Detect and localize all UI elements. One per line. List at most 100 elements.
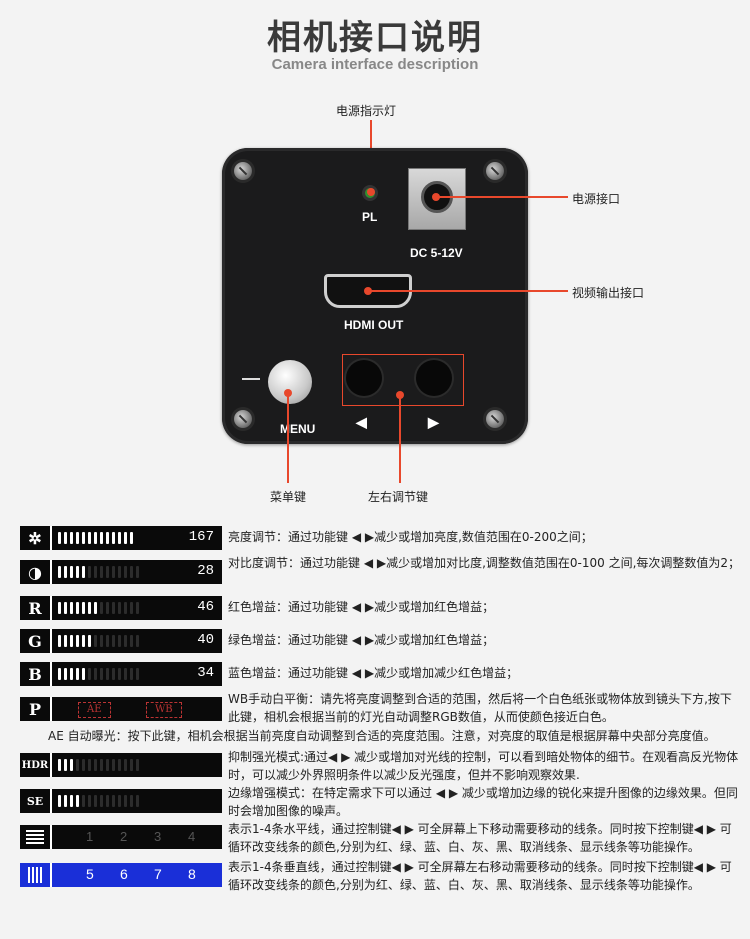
level-tick xyxy=(94,668,97,680)
setting-row: ◑28 xyxy=(20,560,222,584)
right-button[interactable] xyxy=(416,360,452,396)
level-bar xyxy=(58,560,139,584)
vline-description: 表示1-4条垂直线，通过控制键◀ ▶ 可全屏幕左右移动需要移动的线条。同时按下控… xyxy=(228,860,732,892)
level-tick xyxy=(106,795,109,807)
hline-row: 1 2 3 4 xyxy=(20,825,222,849)
level-tick xyxy=(76,759,79,771)
setting-description: 绿色增益：通过功能键 ◀ ▶减少或增加红色增益； xyxy=(228,633,495,647)
setting-value: 46 xyxy=(197,599,214,615)
se-row: SE xyxy=(20,789,222,813)
menu-knob[interactable] xyxy=(268,360,312,404)
level-tick xyxy=(124,795,127,807)
menu-key-line xyxy=(287,393,289,483)
level-tick xyxy=(100,635,103,647)
level-tick xyxy=(64,759,67,771)
hline-description: 表示1-4条水平线，通过控制键◀ ▶ 可全屏幕上下移动需要移动的线条。同时按下控… xyxy=(228,822,732,854)
level-tick xyxy=(58,566,61,578)
setting-value: 34 xyxy=(197,665,214,681)
level-tick xyxy=(136,668,139,680)
level-tick xyxy=(58,635,61,647)
level-tick xyxy=(130,566,133,578)
page-subtitle: Camera interface description xyxy=(271,56,479,73)
setting-description: 亮度调节：通过功能键 ◀ ▶减少或增加亮度,数值范围在0-200之间； xyxy=(228,530,593,544)
red-gain-icon: R xyxy=(20,596,52,620)
level-tick xyxy=(130,795,133,807)
level-tick xyxy=(136,566,139,578)
level-tick xyxy=(130,635,133,647)
hdr-level-bar xyxy=(58,753,139,777)
level-tick xyxy=(76,795,79,807)
level-tick xyxy=(64,566,67,578)
level-tick xyxy=(100,668,103,680)
level-tick xyxy=(64,635,67,647)
level-tick xyxy=(106,759,109,771)
screw-icon xyxy=(486,410,504,428)
level-tick xyxy=(82,635,85,647)
left-button[interactable] xyxy=(346,360,382,396)
level-tick xyxy=(94,532,97,544)
level-tick xyxy=(70,566,73,578)
level-tick xyxy=(124,602,127,614)
level-tick xyxy=(64,668,67,680)
power-indicator-label: 电源指示灯 xyxy=(336,104,397,118)
level-tick xyxy=(88,532,91,544)
level-tick xyxy=(94,635,97,647)
level-tick xyxy=(106,566,109,578)
level-tick xyxy=(100,602,103,614)
level-bar xyxy=(58,662,139,686)
setting-description: 对比度调节：通过功能键 ◀ ▶减少或增加对比度,调整数值范围在0-100 之间,… xyxy=(228,556,741,570)
level-tick xyxy=(88,566,91,578)
lr-keys-highlight xyxy=(342,354,464,406)
level-tick xyxy=(100,532,103,544)
level-tick xyxy=(112,566,115,578)
level-tick xyxy=(88,635,91,647)
setting-value: 167 xyxy=(188,529,214,545)
level-tick xyxy=(118,668,121,680)
level-tick xyxy=(118,566,121,578)
level-tick xyxy=(124,759,127,771)
level-tick xyxy=(136,795,139,807)
level-tick xyxy=(130,759,133,771)
level-tick xyxy=(70,602,73,614)
line-number: 8 xyxy=(188,866,196,882)
led-label: PL xyxy=(362,210,378,224)
blue-gain-icon: B xyxy=(20,662,52,686)
level-tick xyxy=(136,635,139,647)
setting-description: 红色增益：通过功能键 ◀ ▶减少或增加红色增益； xyxy=(228,600,495,614)
brightness-icon: ✲ xyxy=(20,526,52,550)
level-tick xyxy=(112,532,115,544)
dash-mark xyxy=(242,378,260,380)
level-tick xyxy=(82,795,85,807)
level-tick xyxy=(112,795,115,807)
level-tick xyxy=(100,566,103,578)
level-tick xyxy=(76,602,79,614)
line-number: 5 xyxy=(86,866,94,882)
level-tick xyxy=(118,795,121,807)
level-tick xyxy=(88,795,91,807)
se-icon: SE xyxy=(20,789,52,813)
level-tick xyxy=(130,668,133,680)
level-tick xyxy=(76,532,79,544)
setting-value: 40 xyxy=(197,632,214,648)
level-tick xyxy=(112,759,115,771)
level-tick xyxy=(136,602,139,614)
wb-description: WB手动白平衡：请先将亮度调整到合适的范围，然后将一个白色纸张或物体放到镜头下方… xyxy=(228,692,732,724)
level-tick xyxy=(58,759,61,771)
wb-mode-box: WB xyxy=(146,702,182,718)
setting-row: G 40 xyxy=(20,629,222,653)
video-output-line xyxy=(368,290,568,292)
level-tick xyxy=(100,759,103,771)
level-tick xyxy=(130,602,133,614)
level-tick xyxy=(112,635,115,647)
level-tick xyxy=(130,532,133,544)
level-tick xyxy=(70,532,73,544)
se-description: 边缘增强模式：在特定需求下可以通过 ◀ ▶ 减少或增加边缘的锐化来提升图像的边缘… xyxy=(228,786,738,818)
level-tick xyxy=(112,602,115,614)
hdr-row: HDR xyxy=(20,753,222,777)
green-gain-icon: G xyxy=(20,629,52,653)
right-arrow-icon: ▶ xyxy=(428,414,439,430)
level-tick xyxy=(94,602,97,614)
setting-row: ✲ 167 xyxy=(20,526,222,550)
vline-row: 5 6 7 8 xyxy=(20,863,222,887)
level-bar xyxy=(58,629,139,653)
